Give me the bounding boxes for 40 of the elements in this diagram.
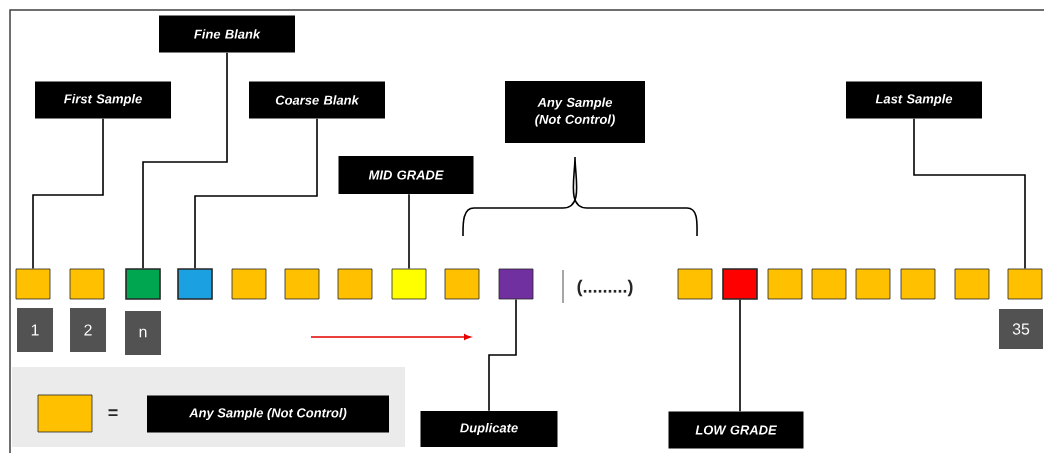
label-box: Duplicate [420,411,558,447]
sample-square [855,268,891,300]
number-badge: n [125,311,161,355]
equals-sign: = [108,409,118,417]
number-badge: 35 [999,309,1043,349]
leader-line [32,117,104,270]
sample-square [69,268,105,300]
sample-square [231,268,267,300]
sample-square [677,268,713,300]
leader-line [408,193,410,270]
leader-line [142,51,228,269]
sample-square [811,268,847,300]
sample-square [954,268,990,300]
sample-square [15,268,51,300]
sample-square [391,268,427,300]
label-box: MID GRADE [338,156,474,194]
sample-square [284,268,320,300]
ellipsis-text: (.........) [577,279,633,297]
number-badge: 1 [17,308,53,352]
sample-square [444,268,480,300]
leader-line [913,117,1026,270]
label-box: Coarse Blank [249,81,385,119]
label-box: Any Sample (Not Control) [505,81,645,143]
sample-square [498,268,534,300]
sample-square [125,268,161,300]
sample-square [767,268,803,300]
label-box: LOW GRADE [668,411,804,449]
legend-label: Any Sample (Not Control) [147,395,389,433]
leader-line [194,117,318,269]
sample-square [722,268,758,300]
sample-square [900,268,936,300]
number-badge: 2 [70,308,106,352]
leader-line [488,298,517,412]
label-box: First Sample [35,81,171,119]
leader-line [739,299,741,413]
label-box: Last Sample [846,81,982,119]
sample-square [1007,268,1043,300]
sample-square [337,268,373,300]
label-box: Fine Blank [159,15,295,53]
sample-square [177,268,213,300]
